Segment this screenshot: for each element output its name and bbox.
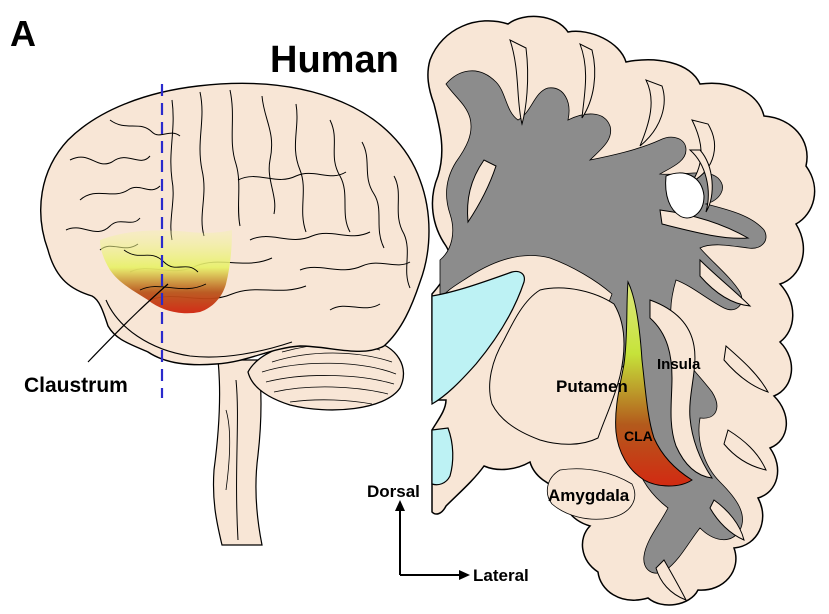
claustrum-label: Claustrum xyxy=(24,374,128,397)
putamen-label: Putamen xyxy=(556,377,628,396)
figure-title: Human xyxy=(270,39,399,81)
arrow-up-icon xyxy=(395,500,405,511)
cla-label: CLA xyxy=(624,428,653,444)
lateral-brain-view: Claustrum xyxy=(24,83,429,545)
brainstem xyxy=(213,360,262,545)
amygdala-label: Amygdala xyxy=(548,486,630,505)
lateral-label: Lateral xyxy=(473,566,529,585)
panel-label: A xyxy=(10,13,36,54)
cerebrum xyxy=(41,83,429,364)
arrow-right-icon xyxy=(459,570,470,580)
coronal-section: Insula Putamen CLA Amygdala xyxy=(428,16,815,605)
insula-label: Insula xyxy=(657,356,701,373)
inferior-ventricle xyxy=(432,428,453,485)
dorsal-label: Dorsal xyxy=(367,482,420,501)
